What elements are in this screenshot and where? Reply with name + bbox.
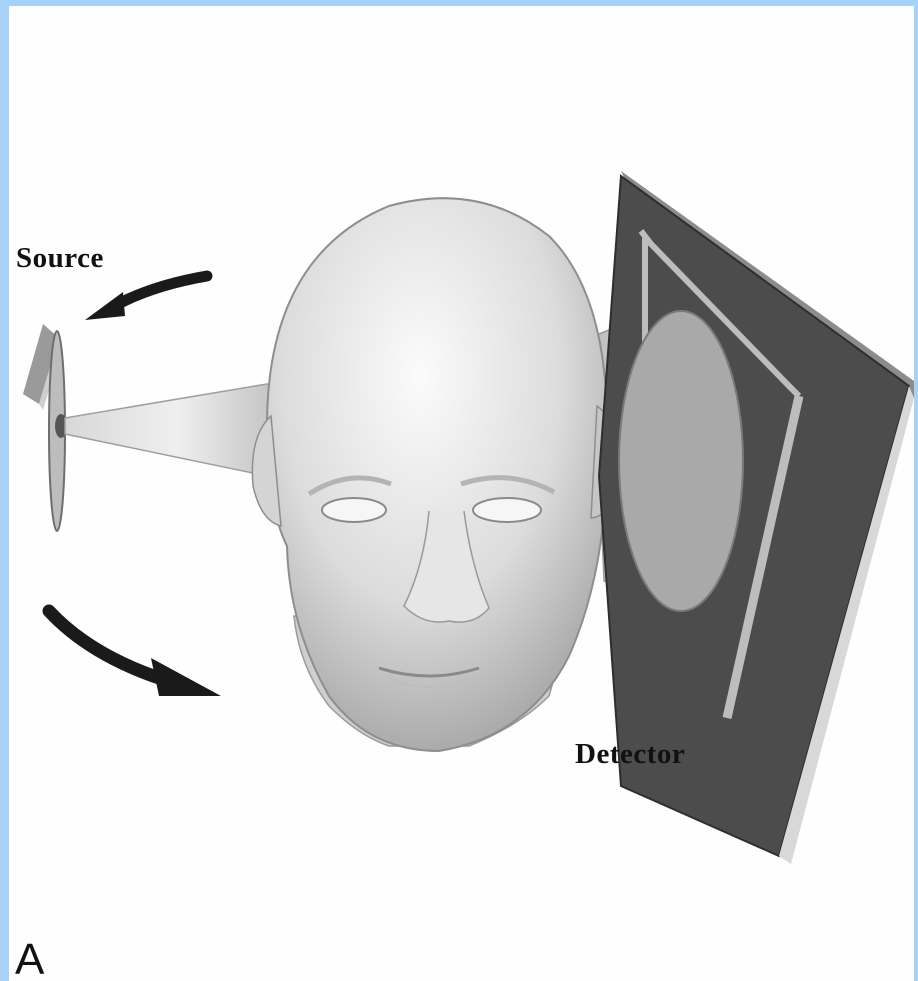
detector-label: Detector [575,738,685,771]
source-label: Source [16,242,104,275]
figure-canvas: Source Detector A [9,6,914,981]
source-rotation-arrow [85,276,207,320]
panel-label: A [15,938,44,981]
head-model [252,198,621,751]
x-ray-source [23,324,67,531]
cbct-illustration [9,6,914,981]
lower-rotation-arrow [49,611,221,696]
